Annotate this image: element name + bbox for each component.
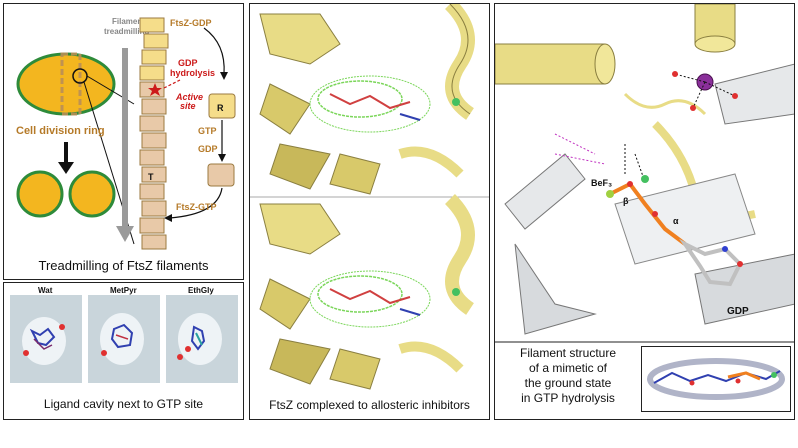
caption-line: the ground state <box>524 376 612 390</box>
treadmilling-arrow-icon <box>116 226 134 242</box>
density-inset <box>641 346 791 412</box>
sublabel-wat: Wat <box>38 286 53 295</box>
active-site-star-icon <box>148 83 162 96</box>
panel-allosteric-inhibitors: FtsZ complexed to allosteric inhibitors <box>249 3 490 420</box>
filament-structure: K⁺ BeF₃ β α GDP <box>495 4 794 343</box>
gdp-structure-label: GDP <box>727 306 749 317</box>
alpha-label: α <box>673 216 679 226</box>
beta-label: β <box>623 196 629 206</box>
panel-right-caption: Filament structure of a mimetic of the g… <box>499 346 637 406</box>
sublabel-metpyr: MetPyr <box>110 286 137 295</box>
monomer-r <box>208 93 236 119</box>
daughter-cell-right <box>68 170 116 218</box>
gtp-label: GTP <box>198 126 217 136</box>
density-mesh <box>647 358 785 400</box>
division-ring <box>60 52 82 116</box>
panel-ground-state-mimetic: K⁺ BeF₃ β α GDP Filament structure of a … <box>494 3 795 420</box>
caption-line: Filament structure <box>519 346 617 360</box>
daughter-cell-left <box>16 170 64 218</box>
cell-division-ring-label: Cell division ring <box>16 125 105 137</box>
panel-ligand-cavity: Wat MetPyr EthGly Ligand cavity next to … <box>3 282 244 420</box>
cavity-view-2 <box>88 295 160 383</box>
k-label: K⁺ <box>715 66 726 76</box>
cavity-view-3 <box>166 295 238 383</box>
panel-bl-caption: Ligand cavity next to GTP site <box>43 397 204 411</box>
monomer-gtp <box>207 163 235 187</box>
caption-line: of a mimetic of <box>528 361 608 375</box>
cavity-view-1 <box>10 295 82 383</box>
monomer-t-label: T <box>148 172 154 182</box>
monomer-r-label: R <box>217 103 224 113</box>
bef3-label: BeF₃ <box>591 178 612 188</box>
ftsz-gdp-label: FtsZ-GDP <box>170 18 212 28</box>
ftsz-gtp-label: FtsZ-GTP <box>176 202 217 212</box>
ligand-cavity-images: Wat MetPyr EthGly <box>10 286 238 383</box>
structure-top <box>250 4 489 196</box>
mg-ion <box>641 175 649 183</box>
inhibitor-structures <box>250 4 489 390</box>
sublabel-ethgly: EthGly <box>188 286 214 295</box>
filament <box>139 17 169 250</box>
gdp-label: GDP <box>198 144 218 154</box>
panel-tl-caption: Treadmilling of FtsZ filaments <box>38 258 209 273</box>
division-arrow-icon <box>58 162 74 174</box>
caption-line: in GTP hydrolysis <box>521 391 615 405</box>
panel-mid-caption: FtsZ complexed to allosteric inhibitors <box>269 398 470 412</box>
structure-bottom <box>259 194 475 390</box>
